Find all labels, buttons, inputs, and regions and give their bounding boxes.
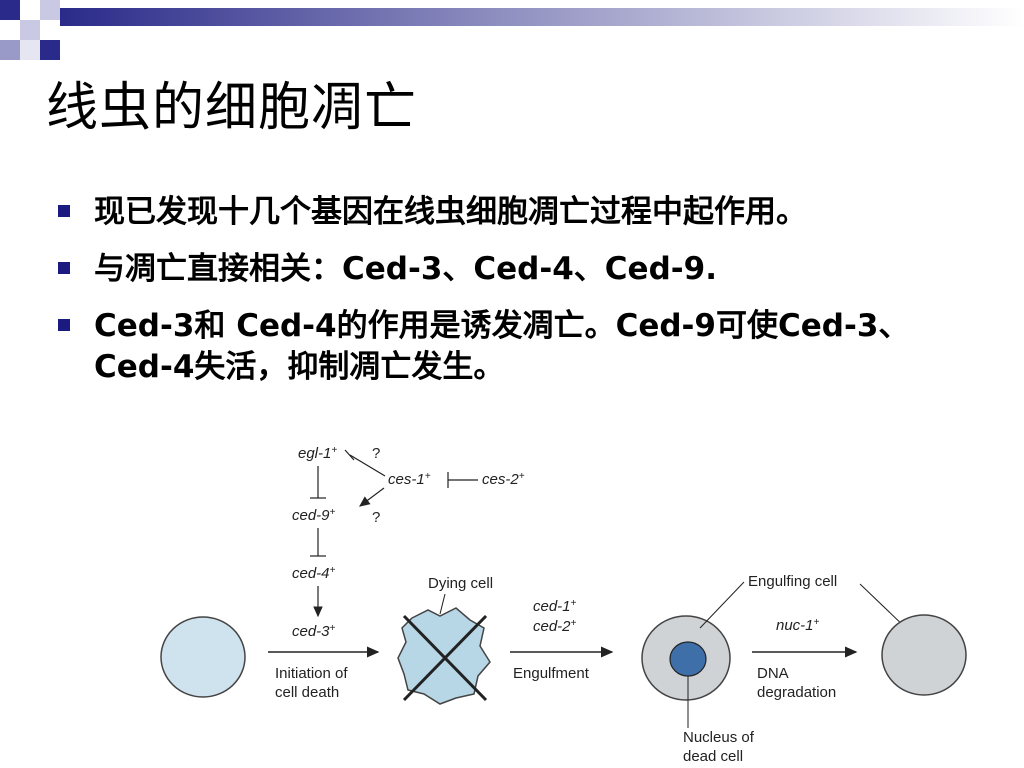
bullet-text: Ced-3和 Ced-4的作用是诱发凋亡。Ced-9可使Ced-3、Ced-4失… xyxy=(94,308,910,385)
gene-ced3: ced-3+ xyxy=(292,623,336,641)
label-degradation: degradation xyxy=(757,684,836,701)
bullet-item: 现已发现十几个基因在线虫细胞凋亡过程中起作用。 xyxy=(56,192,956,233)
living-cell xyxy=(160,616,246,698)
gene-ced1: ced-1+ xyxy=(533,598,577,616)
label-engulfing-cell: Engulfing cell xyxy=(748,573,837,590)
label-nucleus: Nucleus of xyxy=(683,729,755,746)
label-nucleus-2: dead cell xyxy=(683,748,743,765)
gene-egl1: egl-1+ xyxy=(298,445,337,463)
pointer-engulfing-cell-1 xyxy=(699,581,745,629)
inhibit-line-egl1-ces1 xyxy=(349,454,386,477)
slide-title: 线虫的细胞凋亡 xyxy=(46,78,418,138)
apoptosis-pathway-diagram: egl-1+ ? ces-1+ ces-2+ ? ced-9+ ced-4+ c… xyxy=(160,445,967,765)
bullet-list: 现已发现十几个基因在线虫细胞凋亡过程中起作用。 与凋亡直接相关：Ced-3、Ce… xyxy=(56,192,956,404)
bullet-text: 现已发现十几个基因在线虫细胞凋亡过程中起作用。 xyxy=(94,194,807,230)
gene-nuc1: nuc-1+ xyxy=(776,617,820,635)
gene-ced9: ced-9+ xyxy=(292,507,336,525)
label-dying-cell: Dying cell xyxy=(428,575,493,592)
label-initiation: Initiation of xyxy=(275,665,348,682)
label-engulfment: Engulfment xyxy=(513,665,590,682)
label-dna: DNA xyxy=(757,665,789,682)
arrow-ces1-ced9 xyxy=(359,487,385,507)
question-mark-1: ? xyxy=(372,445,380,462)
engulfing-cell-after xyxy=(881,614,967,696)
square-bullet-icon xyxy=(58,205,70,217)
cross-line-2 xyxy=(402,614,488,702)
gene-ced4: ced-4+ xyxy=(292,565,336,583)
inhibit-bar xyxy=(344,449,355,461)
dead-cell-nucleus xyxy=(669,641,707,677)
header-decoration xyxy=(0,0,1024,60)
label-initiation-2: cell death xyxy=(275,684,339,701)
question-mark-2: ? xyxy=(372,509,380,526)
gene-ces2: ces-2+ xyxy=(482,471,525,489)
square-bullet-icon xyxy=(58,319,70,331)
bullet-item: 与凋亡直接相关：Ced-3、Ced-4、Ced-9. xyxy=(56,249,956,290)
gene-ced2: ced-2+ xyxy=(533,618,577,636)
bullet-item: Ced-3和 Ced-4的作用是诱发凋亡。Ced-9可使Ced-3、Ced-4失… xyxy=(56,306,956,388)
gene-ces1: ces-1+ xyxy=(388,471,431,489)
pointer-dying-cell xyxy=(439,593,446,615)
bullet-text: 与凋亡直接相关：Ced-3、Ced-4、Ced-9. xyxy=(94,251,717,287)
square-bullet-icon xyxy=(58,262,70,274)
